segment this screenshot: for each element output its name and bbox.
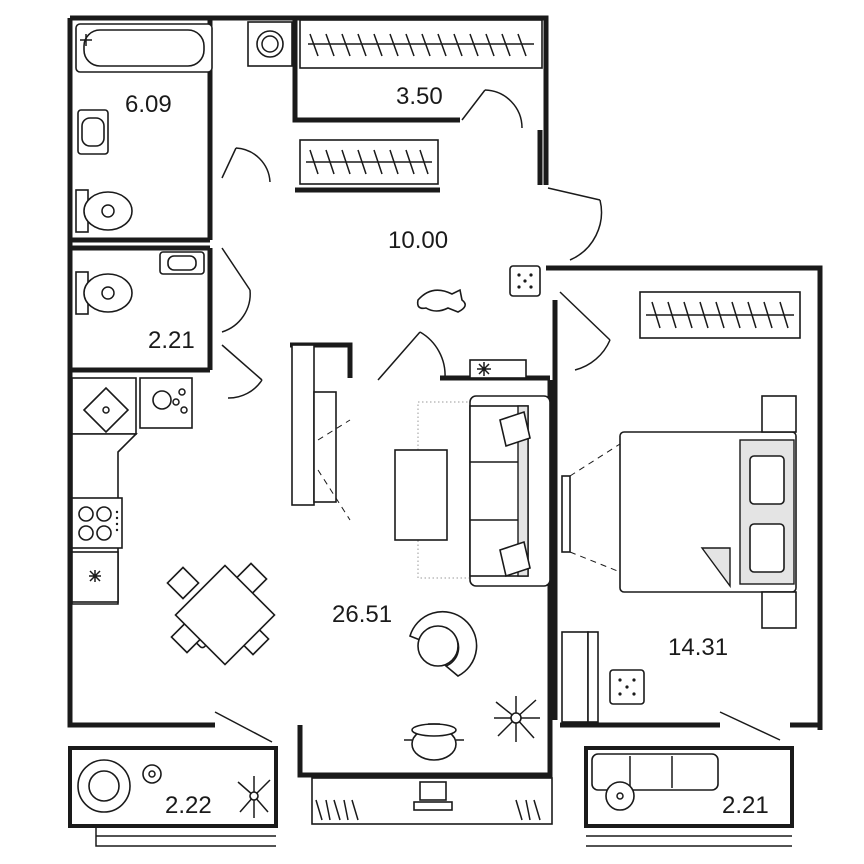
area-hallway: 10.00 xyxy=(388,227,448,254)
area-wardrobe: 3.50 xyxy=(396,83,443,110)
fridge xyxy=(71,551,119,603)
cat-figure xyxy=(416,288,466,313)
wardrobe-middle xyxy=(299,139,439,185)
area-loggia-right: 2.21 xyxy=(722,792,769,819)
doors xyxy=(214,89,781,743)
sofa xyxy=(469,395,551,587)
tv-cabinet xyxy=(291,344,351,521)
toilet-bowl xyxy=(75,271,133,315)
area-loggia-left: 2.22 xyxy=(165,792,212,819)
toilet-sink xyxy=(159,251,205,275)
coffee-table xyxy=(394,449,448,541)
bathtub xyxy=(75,23,213,73)
wardrobe-top xyxy=(299,19,543,69)
washing-machine xyxy=(247,21,293,67)
cooking-pot xyxy=(404,723,464,761)
hallway-console xyxy=(469,359,527,379)
bedroom-column xyxy=(609,669,645,705)
area-living-kitchen: 26.51 xyxy=(332,601,392,628)
nightstands xyxy=(761,395,797,629)
bathroom-toilet xyxy=(75,189,133,233)
kitchen-sink xyxy=(71,377,137,435)
plant-living xyxy=(494,696,540,742)
bedroom-dresser xyxy=(561,631,599,723)
area-bedroom: 14.31 xyxy=(668,634,728,661)
bathroom-sink xyxy=(77,109,109,155)
dining-table xyxy=(166,562,276,666)
bed xyxy=(619,431,797,593)
area-toilet: 2.21 xyxy=(148,327,195,354)
dishwasher xyxy=(139,377,193,429)
bedroom-tv xyxy=(561,443,621,573)
loggia-left xyxy=(68,746,278,847)
stove xyxy=(71,497,123,549)
area-bathroom: 6.09 xyxy=(125,91,172,118)
wardrobe-bedroom xyxy=(639,291,801,339)
armchair-living xyxy=(409,610,478,677)
loggia-right xyxy=(584,746,794,847)
desk xyxy=(311,777,553,825)
hallway-column xyxy=(509,265,541,297)
